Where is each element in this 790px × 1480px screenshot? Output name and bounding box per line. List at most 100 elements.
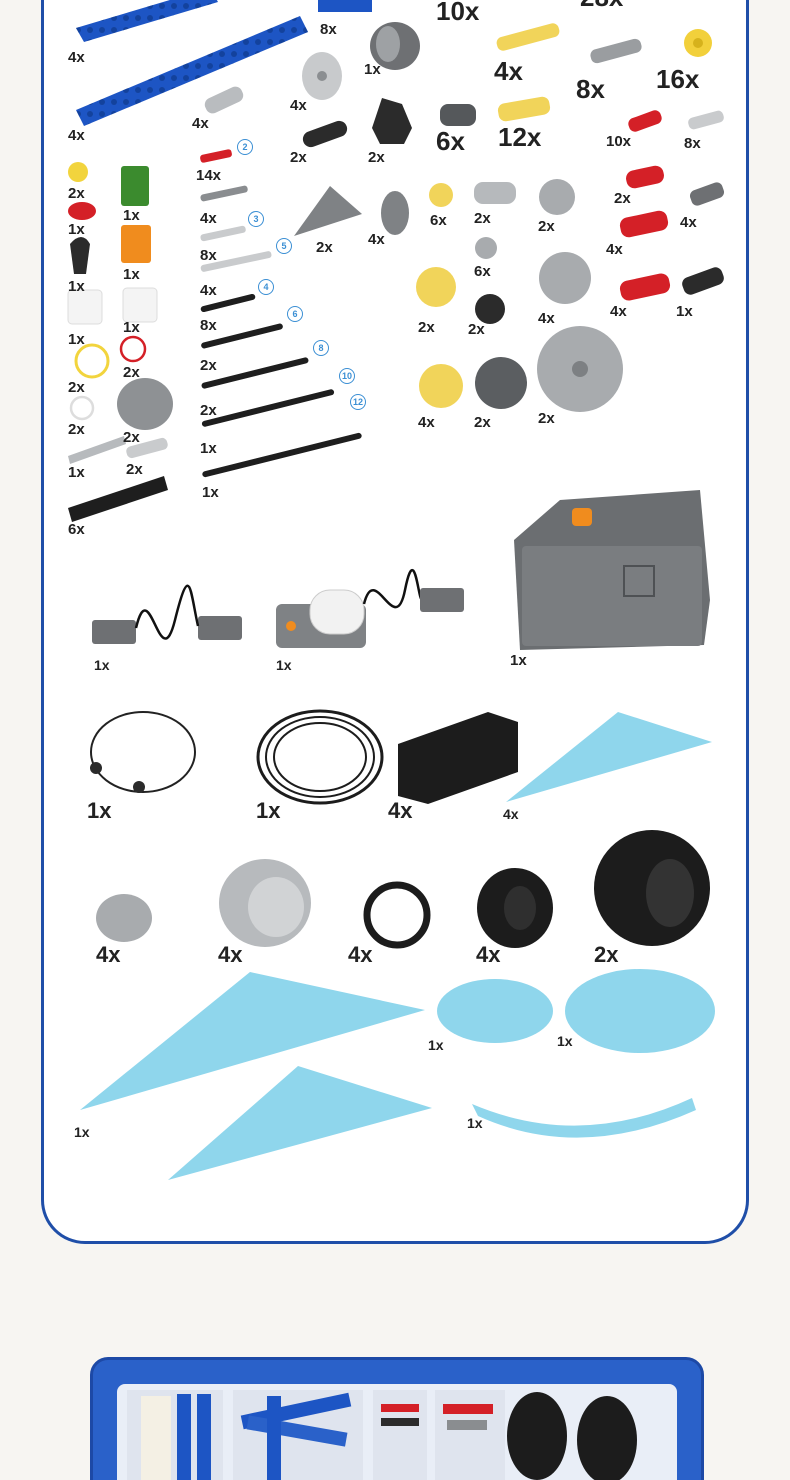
quantity-label: 2x bbox=[200, 402, 217, 419]
pin-red bbox=[628, 110, 662, 132]
quantity-label: 8x bbox=[320, 21, 337, 38]
quantity-label: 4x bbox=[680, 214, 697, 231]
wheel-hub-large bbox=[219, 859, 311, 947]
quantity-label: 1x bbox=[68, 221, 85, 238]
quantity-label: 2x bbox=[200, 357, 217, 374]
blue-beam-top bbox=[318, 0, 372, 12]
quantity-label: 4x bbox=[96, 942, 121, 967]
axle-length-badge: 3 bbox=[248, 211, 264, 227]
axle-3-light bbox=[200, 225, 246, 242]
rubber-band-yellow bbox=[74, 343, 110, 379]
quantity-label: 2x bbox=[290, 149, 307, 166]
axle-4-black bbox=[200, 293, 256, 313]
quantity-label: 1x bbox=[87, 798, 112, 823]
quantity-label: 2x bbox=[468, 321, 485, 338]
quantity-label: 4x bbox=[494, 56, 523, 86]
quantity-label: 2x bbox=[123, 364, 140, 381]
string-with-ends bbox=[90, 711, 196, 793]
quantity-label: 1x bbox=[557, 1033, 573, 1049]
worm-gear-gray bbox=[474, 182, 516, 204]
bush-dark bbox=[440, 104, 476, 126]
triangle-liftarm-gray bbox=[294, 186, 362, 236]
axle-12-black bbox=[202, 432, 362, 478]
quantity-label: 1x bbox=[74, 1124, 90, 1140]
quantity-label: 4x bbox=[200, 210, 217, 227]
quantity-label: 1x bbox=[510, 652, 527, 669]
rubber-belt-coil bbox=[256, 709, 384, 805]
quantity-label: 6x bbox=[474, 263, 491, 280]
axle-pin-gray bbox=[126, 437, 168, 459]
quantity-label: 2x bbox=[68, 379, 85, 396]
bracket-black bbox=[372, 98, 412, 144]
minifig-torso-1 bbox=[67, 289, 103, 325]
axle-length-badge: 12 bbox=[350, 394, 366, 410]
rubber-band-red bbox=[119, 335, 147, 363]
axle-3-gray bbox=[200, 185, 248, 202]
quantity-label: 6x bbox=[68, 521, 85, 538]
pulley-dark bbox=[370, 22, 420, 70]
quantity-label: 2x bbox=[316, 239, 333, 256]
blue-beam-long bbox=[76, 16, 308, 126]
minifig-cap-red bbox=[68, 202, 96, 220]
axle-length-badge: 6 bbox=[287, 306, 303, 322]
quantity-label: 4x bbox=[68, 127, 85, 144]
connector-red-cross bbox=[619, 273, 671, 301]
quantity-label: 4x bbox=[388, 798, 413, 823]
quantity-label: 2x bbox=[418, 319, 435, 336]
connector-red-long bbox=[619, 210, 669, 238]
triangle-plate-cyan-large bbox=[80, 972, 425, 1110]
battery-box bbox=[514, 490, 710, 650]
connector-gray-small bbox=[204, 86, 244, 114]
minifig-hair bbox=[70, 237, 90, 274]
quantity-label: 4x bbox=[538, 310, 555, 327]
minifig-torso-2 bbox=[122, 287, 158, 323]
quantity-label: 14x bbox=[196, 167, 222, 184]
quantity-label: 8x bbox=[200, 317, 217, 334]
wheel-hub-gray bbox=[302, 52, 342, 100]
quantity-label: 4x bbox=[610, 303, 627, 320]
blue-beam-short bbox=[76, 0, 218, 42]
axle-gray-short bbox=[688, 110, 724, 130]
pin-yellow-short bbox=[497, 96, 551, 122]
gear-gray-24 bbox=[539, 252, 591, 304]
quantity-label: 2x bbox=[368, 149, 385, 166]
quantity-label: 10x bbox=[436, 0, 480, 26]
quantity-label: 8x bbox=[684, 135, 701, 152]
gear-dark-24 bbox=[475, 357, 527, 409]
quantity-label: 2x bbox=[126, 461, 143, 478]
quantity-label: 1x bbox=[256, 798, 281, 823]
tray-compartments bbox=[117, 1384, 677, 1480]
axle-length-badge: 2 bbox=[237, 139, 253, 155]
axle-length-badge: 4 bbox=[258, 279, 274, 295]
quantity-label: 4x bbox=[503, 806, 519, 822]
axle-5-light bbox=[200, 251, 272, 272]
pin-yellow-long bbox=[496, 23, 560, 51]
tray-contents bbox=[127, 1390, 637, 1480]
axle-length-badge: 10 bbox=[339, 368, 355, 384]
motor-m bbox=[276, 568, 464, 648]
minifig-legs-orange bbox=[121, 225, 151, 263]
quantity-label: 2x bbox=[538, 410, 555, 427]
axle-length-badge: 8 bbox=[313, 340, 329, 356]
quantity-label: 4x bbox=[218, 942, 243, 967]
quantity-label: 10x bbox=[606, 133, 632, 150]
pin-gray bbox=[590, 38, 642, 64]
quantity-label: 1x bbox=[68, 278, 85, 295]
gear-rack-black bbox=[68, 476, 168, 522]
quantity-label: 1x bbox=[94, 657, 110, 673]
axle-10-black bbox=[201, 389, 335, 427]
quantity-label: 4x bbox=[606, 241, 623, 258]
axle-2-red bbox=[200, 149, 232, 163]
quantity-label: 4x bbox=[68, 49, 85, 66]
axle-8-black bbox=[201, 357, 309, 389]
storage-tray bbox=[90, 1357, 704, 1480]
quantity-label: 2x bbox=[68, 185, 85, 202]
bush-yellow bbox=[684, 29, 712, 57]
quantity-label: 4x bbox=[476, 942, 501, 967]
quantity-label: 8x bbox=[576, 74, 605, 104]
gear-gray-40 bbox=[537, 326, 623, 412]
quantity-label: 4x bbox=[200, 282, 217, 299]
connector-black bbox=[302, 120, 348, 148]
quantity-label: 1x bbox=[123, 207, 140, 224]
